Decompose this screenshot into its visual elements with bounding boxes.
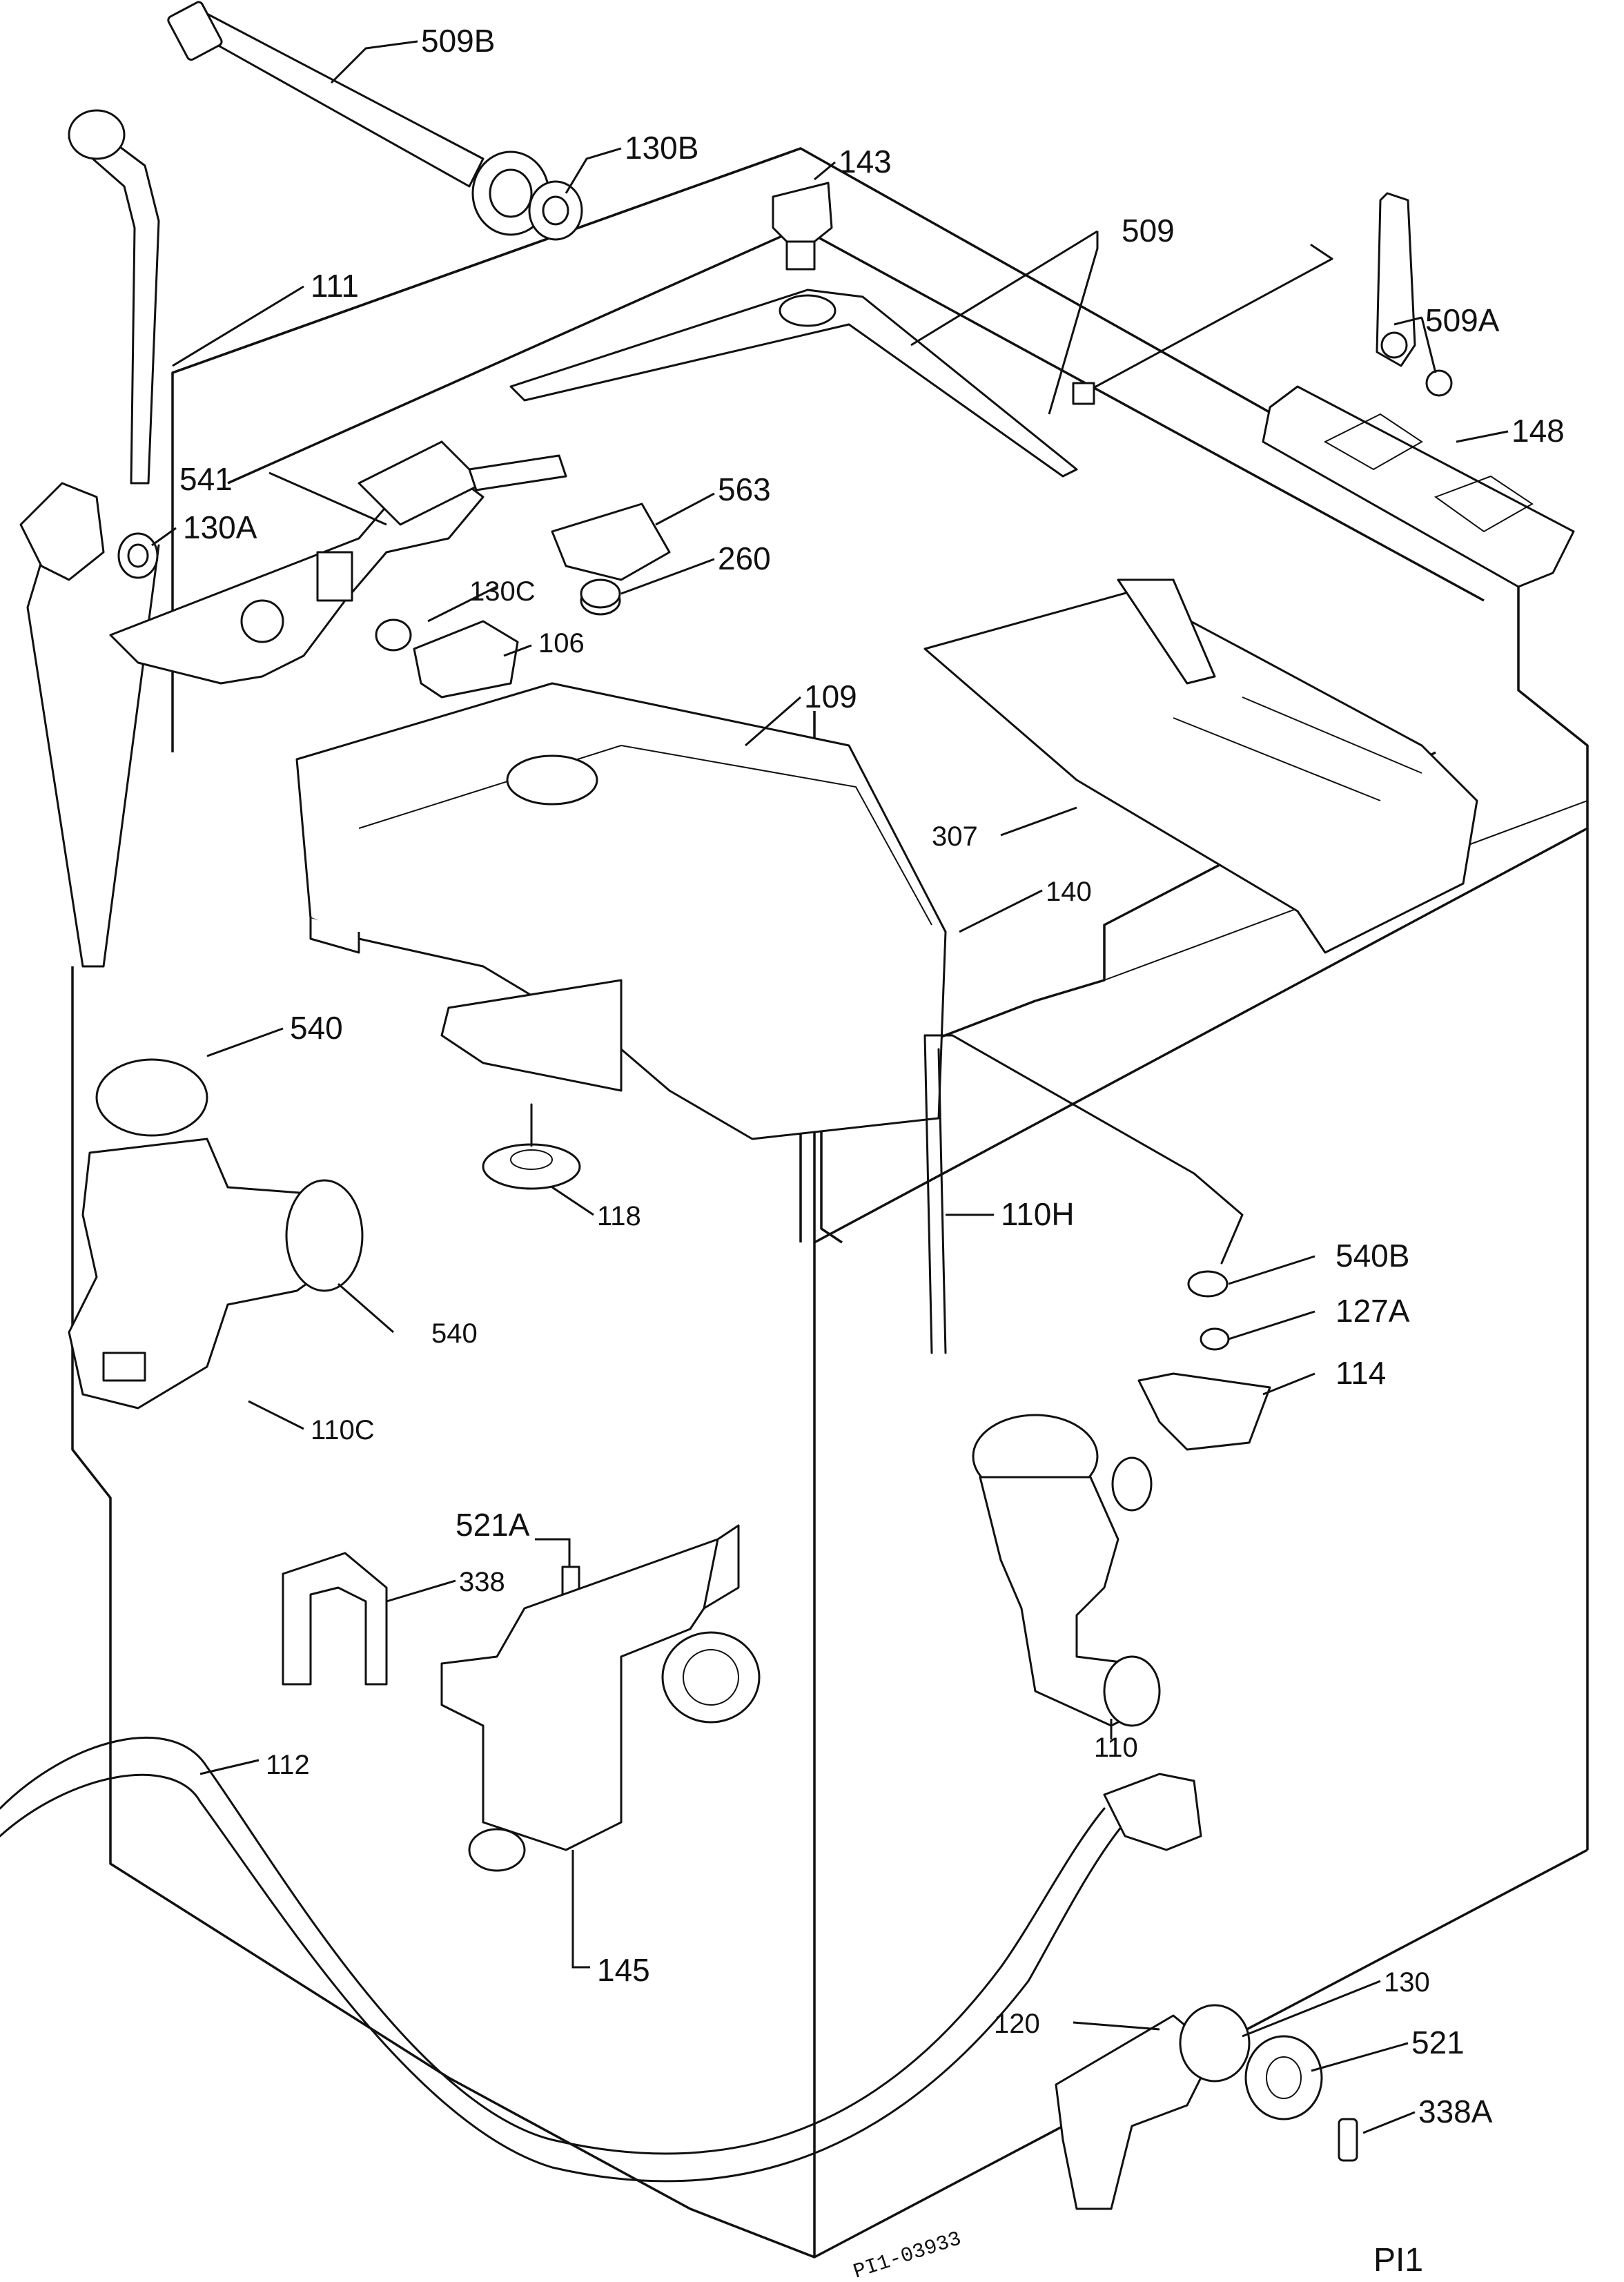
part-110-sump-hose: [972, 1414, 1161, 1727]
part-541-bracket: [109, 440, 567, 685]
label-110: 110: [1094, 1733, 1138, 1763]
part-120-filter: [1055, 2004, 1358, 2210]
label-110c: 110C: [311, 1415, 375, 1445]
label-106: 106: [538, 628, 585, 659]
label-143: 143: [839, 144, 892, 179]
label-260: 260: [718, 540, 771, 576]
part-110c-bellows: [68, 1058, 364, 1410]
part-109-housing: [295, 682, 947, 1140]
part-118-wheel: [482, 1103, 581, 1190]
part-148-lid: [1262, 385, 1575, 588]
part-509a-arm: [1376, 192, 1453, 397]
part-307-drawer: [923, 578, 1478, 954]
label-112: 112: [266, 1750, 310, 1780]
label-521: 521: [1411, 2025, 1465, 2060]
part-143-knob: [772, 182, 833, 271]
part-130a-ring: [19, 482, 159, 581]
label-509a: 509A: [1425, 302, 1500, 338]
label-120: 120: [994, 2009, 1040, 2039]
part-145-pump: [440, 1524, 761, 1872]
label-148: 148: [1512, 413, 1565, 449]
label-110h: 110H: [1001, 1196, 1075, 1232]
sheet-id: PI1: [1373, 2242, 1423, 2279]
part-563-flap: [551, 503, 671, 581]
label-509b: 509B: [421, 23, 495, 59]
label-130: 130: [1384, 1967, 1430, 1998]
label-127a: 127A: [1336, 1293, 1410, 1329]
label-338a: 338A: [1418, 2094, 1493, 2129]
part-106-valve: [375, 618, 519, 699]
part-509-levers: [509, 244, 1333, 478]
part-338-clip: [282, 1552, 388, 1686]
part-111-inlet-hose: [26, 109, 160, 968]
label-509: 509: [1122, 213, 1175, 248]
label-140: 140: [1046, 877, 1092, 907]
label-521a: 521A: [456, 1507, 530, 1543]
label-540-side: 540: [431, 1318, 478, 1349]
label-563: 563: [718, 471, 771, 507]
part-260-spring: [580, 578, 621, 616]
label-130c: 130C: [469, 576, 536, 607]
part-112-drain-hose: [0, 1737, 1202, 2183]
label-307: 307: [932, 821, 978, 852]
label-541: 541: [179, 461, 233, 497]
label-338: 338: [459, 1567, 505, 1597]
label-114: 114: [1336, 1355, 1386, 1391]
callout-labels: 509B 130B 143 509 111 509A 148 541 130A …: [179, 23, 1565, 2129]
label-118: 118: [597, 1201, 641, 1231]
label-540b: 540B: [1336, 1238, 1409, 1274]
label-130b: 130B: [625, 130, 698, 166]
part-130b-nut: [528, 180, 583, 241]
label-540-top: 540: [290, 1010, 343, 1046]
part-114-valve: [1137, 1270, 1271, 1451]
label-145: 145: [597, 1952, 650, 1988]
label-109: 109: [804, 679, 857, 714]
label-111: 111: [311, 268, 359, 304]
part-110h-tube: [923, 1034, 1244, 1354]
leader-lines: [151, 40, 1509, 2134]
label-130a: 130A: [183, 509, 257, 545]
drawing-code: PI1-03933: [851, 2227, 965, 2282]
